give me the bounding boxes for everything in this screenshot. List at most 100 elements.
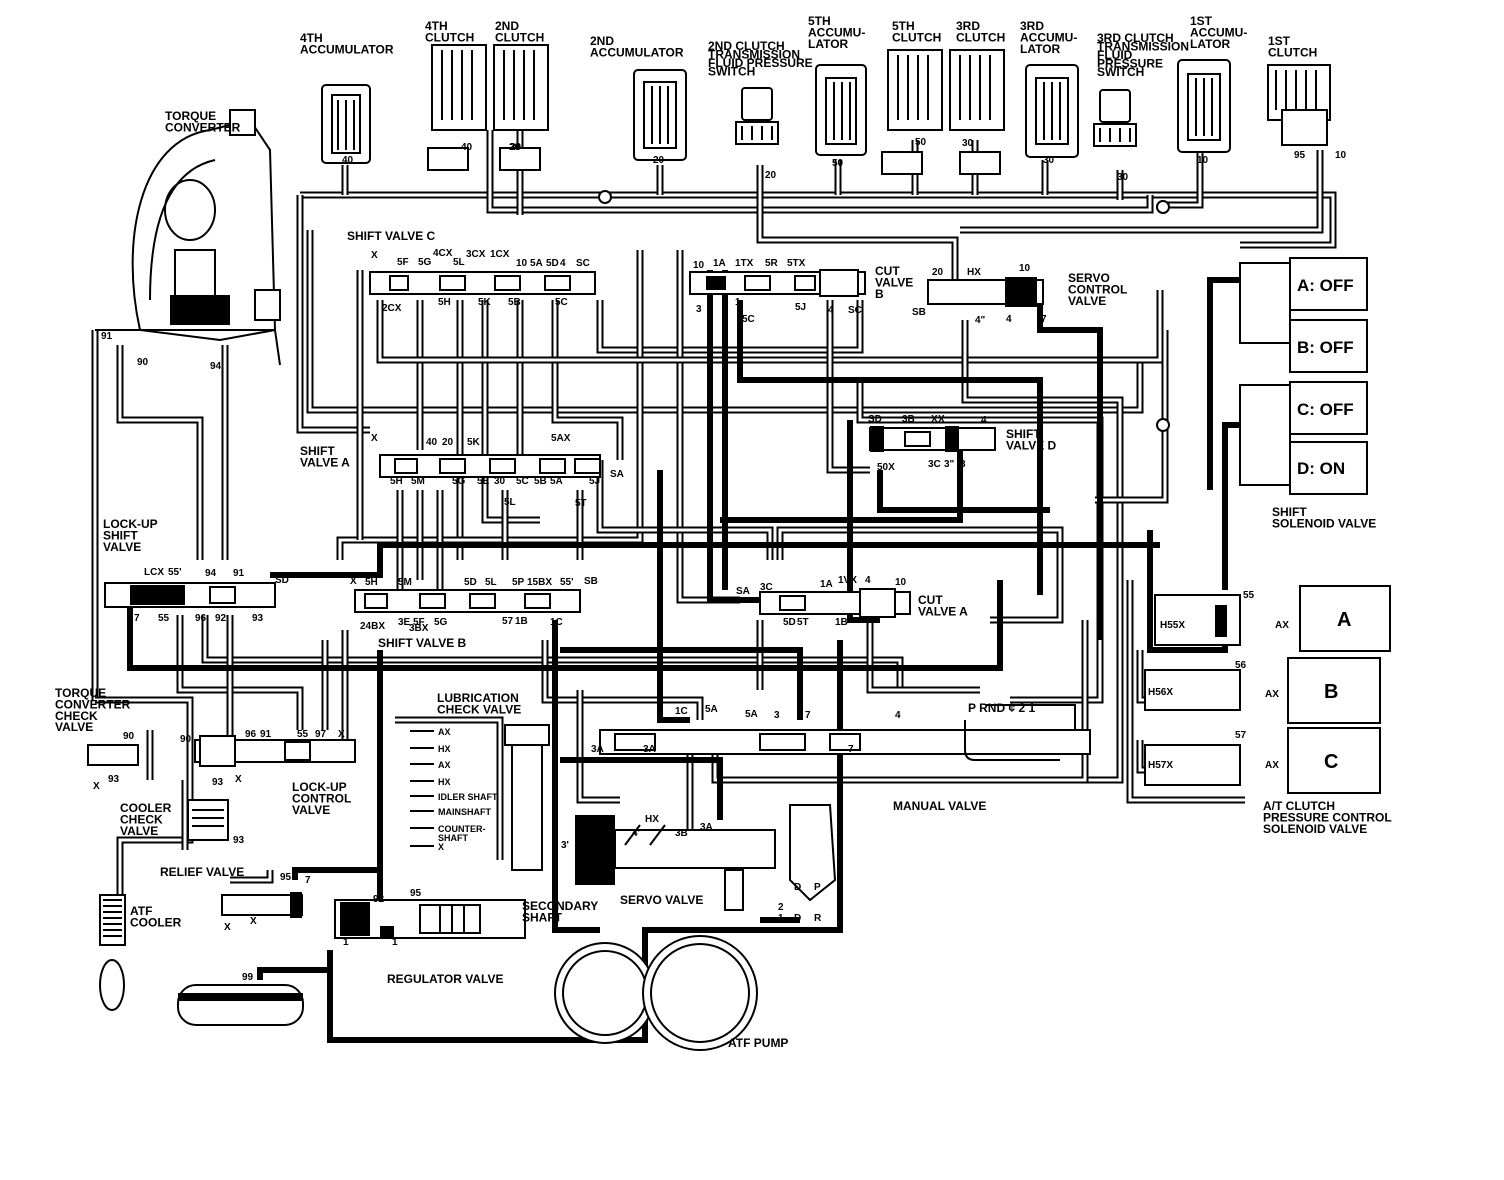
port-label: 3B xyxy=(902,414,915,425)
port-label: 20 xyxy=(653,155,665,166)
port-label: 5C xyxy=(516,476,529,487)
pc-solenoid-a-ax: AX xyxy=(1275,620,1289,631)
port-label: 91 xyxy=(233,568,245,579)
lube-port-label: AX xyxy=(438,760,451,770)
clutch-4th-body xyxy=(427,44,487,171)
pc-solenoid-a-port: 55 xyxy=(1243,590,1255,601)
port-label: 5J xyxy=(795,302,806,313)
port-label: 10 xyxy=(1019,263,1031,274)
port-label: 5H xyxy=(390,476,403,487)
port-label: 5L xyxy=(485,577,497,588)
port-label: 90 xyxy=(180,734,192,745)
port-label: SC xyxy=(848,305,862,316)
port-label: 93 xyxy=(212,777,224,788)
port-label: 5L xyxy=(453,257,465,268)
port-label: D xyxy=(794,913,801,924)
pc-solenoid-b-ax: AX xyxy=(1265,689,1279,700)
line-pressure-passages xyxy=(127,270,1240,1043)
port-label: 97 xyxy=(315,729,327,740)
port-label: 92 xyxy=(215,613,227,624)
top-components xyxy=(321,44,1331,432)
port-label: 5A xyxy=(530,258,543,269)
port-label: 5A xyxy=(745,709,758,720)
port-label: 1 xyxy=(778,913,784,924)
torque-converter xyxy=(95,109,281,366)
lube-port-label: COUNTER-SHAFT xyxy=(438,824,486,843)
pc-solenoid-c-hport: H57X xyxy=(1148,760,1173,771)
shift-valve-c-label: SHIFT VALVE C xyxy=(347,229,436,243)
pc-solenoid-c-ax: AX xyxy=(1265,760,1279,771)
port-label: 10 xyxy=(693,260,705,271)
port-label: 3A xyxy=(591,744,604,755)
port-label: SA xyxy=(610,469,624,480)
port-label: SB xyxy=(912,307,926,318)
manual-valve-label: MANUAL VALVE xyxy=(893,799,986,813)
port-label: 3" xyxy=(944,459,955,470)
pressure-switch-2nd-body xyxy=(735,87,779,145)
port-label: 1A xyxy=(820,579,833,590)
accumulator-1st-body xyxy=(1177,59,1231,153)
port-label: 90 xyxy=(137,357,149,368)
port-label: 15BX xyxy=(527,577,552,588)
port-label: 5D xyxy=(464,577,477,588)
port-label: LCX xyxy=(144,567,164,578)
lube-port-label: HX xyxy=(438,744,451,754)
port-label: 4CX xyxy=(433,248,453,259)
port-label: X xyxy=(250,916,257,927)
port-label: 55 xyxy=(158,613,170,624)
port-label: 5G xyxy=(452,476,466,487)
port-label: 1B xyxy=(515,616,528,627)
solenoid-a-state: A: OFF xyxy=(1297,276,1354,295)
port-label: 3 xyxy=(774,710,780,721)
port-label: 96 xyxy=(195,613,207,624)
atf-pump-label: ATF PUMP xyxy=(728,1036,788,1050)
solenoid-b-state: B: OFF xyxy=(1297,338,1354,357)
port-label: R xyxy=(814,913,822,924)
port-label: 30 xyxy=(494,476,506,487)
port-label: 1 xyxy=(735,297,741,308)
shift-solenoid-group: A: OFF B: OFF C: OFF D: ON xyxy=(1289,257,1368,495)
port-label: 5F xyxy=(413,617,425,628)
port-label: 4 xyxy=(895,710,901,721)
port-label: 1TX xyxy=(735,258,754,269)
port-label: 5F xyxy=(397,257,409,268)
port-label: 92 xyxy=(373,894,385,905)
port-label: 5B xyxy=(508,297,521,308)
port-label: 91 xyxy=(260,729,272,740)
port-label: P xyxy=(814,882,821,893)
pc-solenoid-group: A B C 55 H55X AX 56 H56X AX 57 H57X AX xyxy=(1148,585,1391,794)
accumulator-3rd-body xyxy=(1025,64,1079,158)
port-label: 91 xyxy=(101,331,113,342)
port-label: 2CX xyxy=(382,303,402,314)
port-label: 5D xyxy=(783,617,796,628)
port-label: 1C xyxy=(675,706,688,717)
port-label: 2 xyxy=(778,902,784,913)
port-label: 20 xyxy=(509,142,521,153)
port-label: 57 xyxy=(502,616,514,627)
port-label: X xyxy=(371,250,378,261)
port-label: 5K xyxy=(478,297,492,308)
port-label: 7 xyxy=(1041,314,1047,325)
port-label: 1CX xyxy=(490,249,510,260)
port-label: X xyxy=(338,729,345,740)
port-label: 5C xyxy=(742,314,755,325)
port-label: 5G xyxy=(434,617,448,628)
port-label: 5M xyxy=(411,476,425,487)
port-label: D xyxy=(794,882,801,893)
port-label: 95 xyxy=(410,888,422,899)
lube-port-label: HX xyxy=(438,777,451,787)
port-label: 4 xyxy=(1006,314,1012,325)
accumulator-2nd-body xyxy=(633,69,687,161)
port-label: 5G xyxy=(418,257,432,268)
